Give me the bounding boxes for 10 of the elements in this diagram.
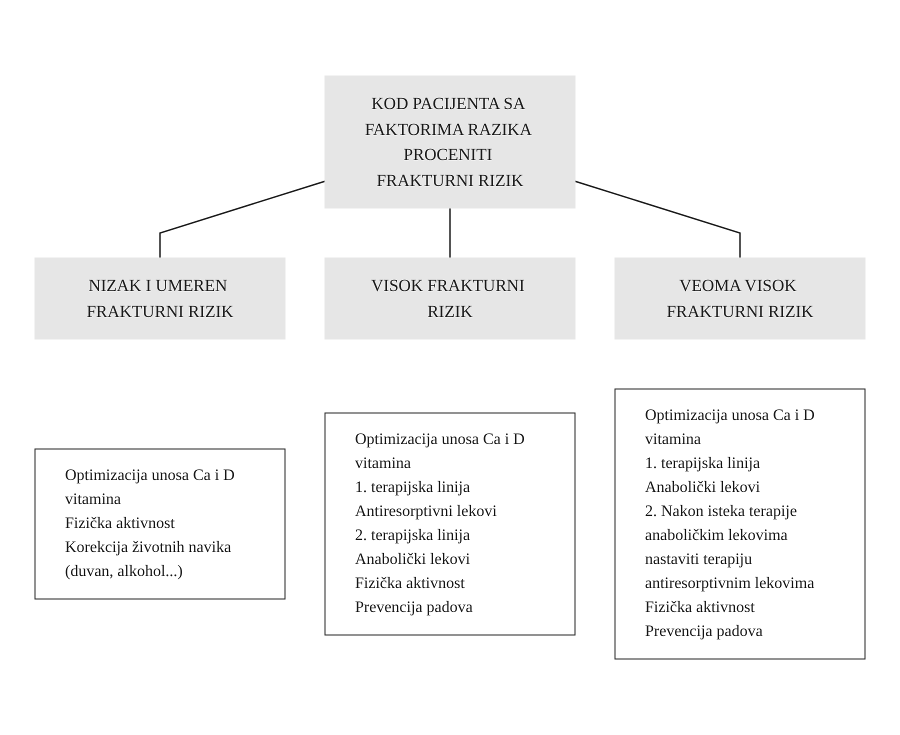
- node-box: Optimizacija unosa Ca i D vitamina 1. terapijska linija Anabolički lekovi 2. Nakon isteka terapije anaboličkim lekovima nastaviti terapiju antiresorptivnim lekovima Fizička aktivnost Prevencija padova: [614, 388, 866, 660]
- node-box: VEOMA VISOK FRAKTURNI RIZIK: [614, 258, 866, 340]
- node-box: NIZAK I UMEREN FRAKTURNI RIZIK: [34, 258, 286, 340]
- node-box: VISOK FRAKTURNI RIZIK: [324, 258, 576, 340]
- node-box: Optimizacija unosa Ca i D vitamina Fizička aktivnost Korekcija životnih navika (duvan, alkohol...): [34, 448, 286, 600]
- node-box: Optimizacija unosa Ca i D vitamina 1. terapijska linija Antiresorptivni lekovi 2. terapijska linija Anabolički lekovi Fizička aktivnost Prevencija padova: [324, 412, 576, 636]
- connector: [574, 180, 741, 258]
- connector: [449, 208, 451, 258]
- node-box: KOD PACIJENTA SA FAKTORIMA RAZIKA PROCENITI FRAKTURNI RIZIK: [324, 76, 576, 208]
- connector: [159, 180, 326, 258]
